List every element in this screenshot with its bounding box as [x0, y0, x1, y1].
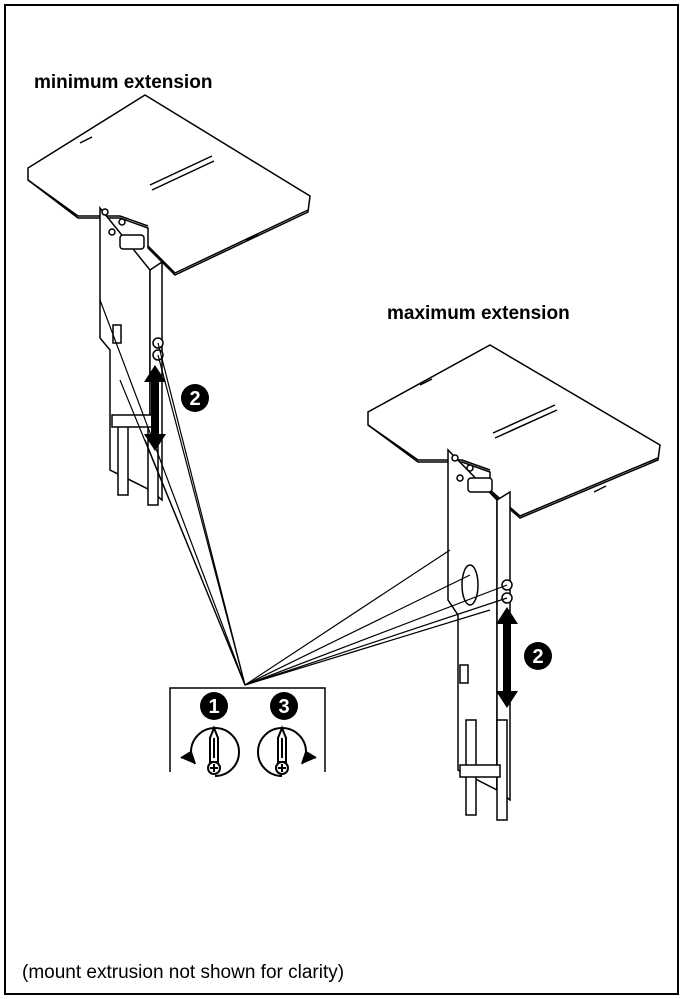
min-extension-mount — [27, 94, 311, 506]
caption: (mount extrusion not shown for clarity) — [22, 962, 345, 983]
leader-lines — [99, 299, 508, 686]
minimum-extension-label: minimum extension — [34, 72, 213, 93]
step-3-badge: 3 — [270, 692, 298, 720]
max-bracket — [467, 477, 493, 493]
svg-text:3: 3 — [278, 696, 289, 718]
max-mount-plate — [367, 344, 661, 519]
max-plate-slot — [492, 404, 556, 434]
maximum-extension-label: maximum extension — [387, 303, 570, 324]
screwdriver-loosen-icon — [180, 725, 240, 777]
svg-text:2: 2 — [532, 646, 543, 668]
min-adjust-arrow — [144, 365, 166, 451]
max-clamp — [459, 764, 501, 778]
svg-text:1: 1 — [208, 696, 219, 718]
min-bracket — [119, 234, 145, 250]
max-adjust-arrow — [496, 607, 518, 708]
svg-text:2: 2 — [189, 388, 200, 410]
min-plate-slot — [149, 155, 213, 186]
step-1-badge: 1 — [200, 692, 228, 720]
screwdriver-tighten-icon — [257, 725, 317, 777]
step-2-badge-min: 2 — [181, 384, 209, 412]
tool-icon-box — [169, 687, 326, 772]
step-2-badge-max: 2 — [524, 642, 552, 670]
min-rail-left — [117, 419, 129, 496]
diagram-frame — [4, 4, 679, 995]
min-mount-plate — [27, 94, 311, 276]
max-extension-mount — [367, 344, 661, 821]
